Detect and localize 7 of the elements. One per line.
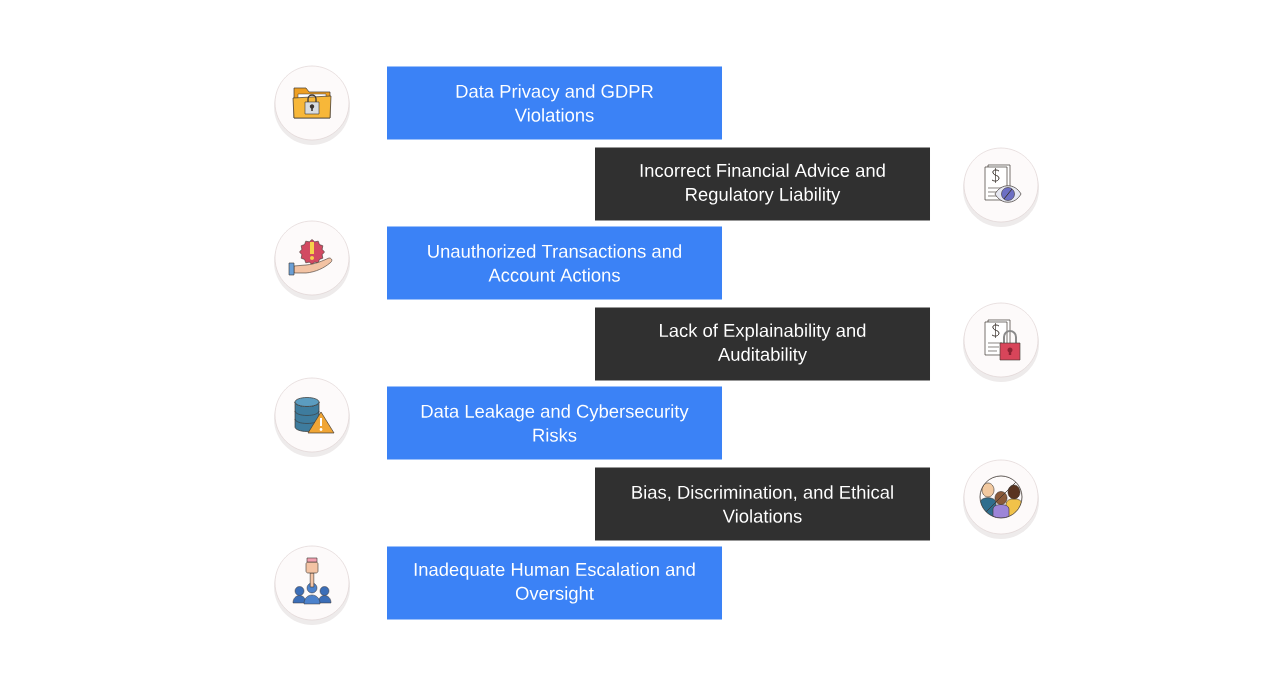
risk-box: Inadequate Human Escalation and Oversight <box>387 546 722 620</box>
risk-box: Data Leakage and Cybersecurity Risks <box>387 386 722 460</box>
risk-box: Incorrect Financial Advice and Regulatory Liability <box>595 147 930 221</box>
risk-box: Lack of Explainability and Auditability <box>595 307 930 381</box>
risk-box: Unauthorized Transactions and Account Actions <box>387 226 722 300</box>
risk-box: Bias, Discrimination, and Ethical Violations <box>595 467 930 541</box>
risk-box: Data Privacy and GDPR Violations <box>387 66 722 140</box>
